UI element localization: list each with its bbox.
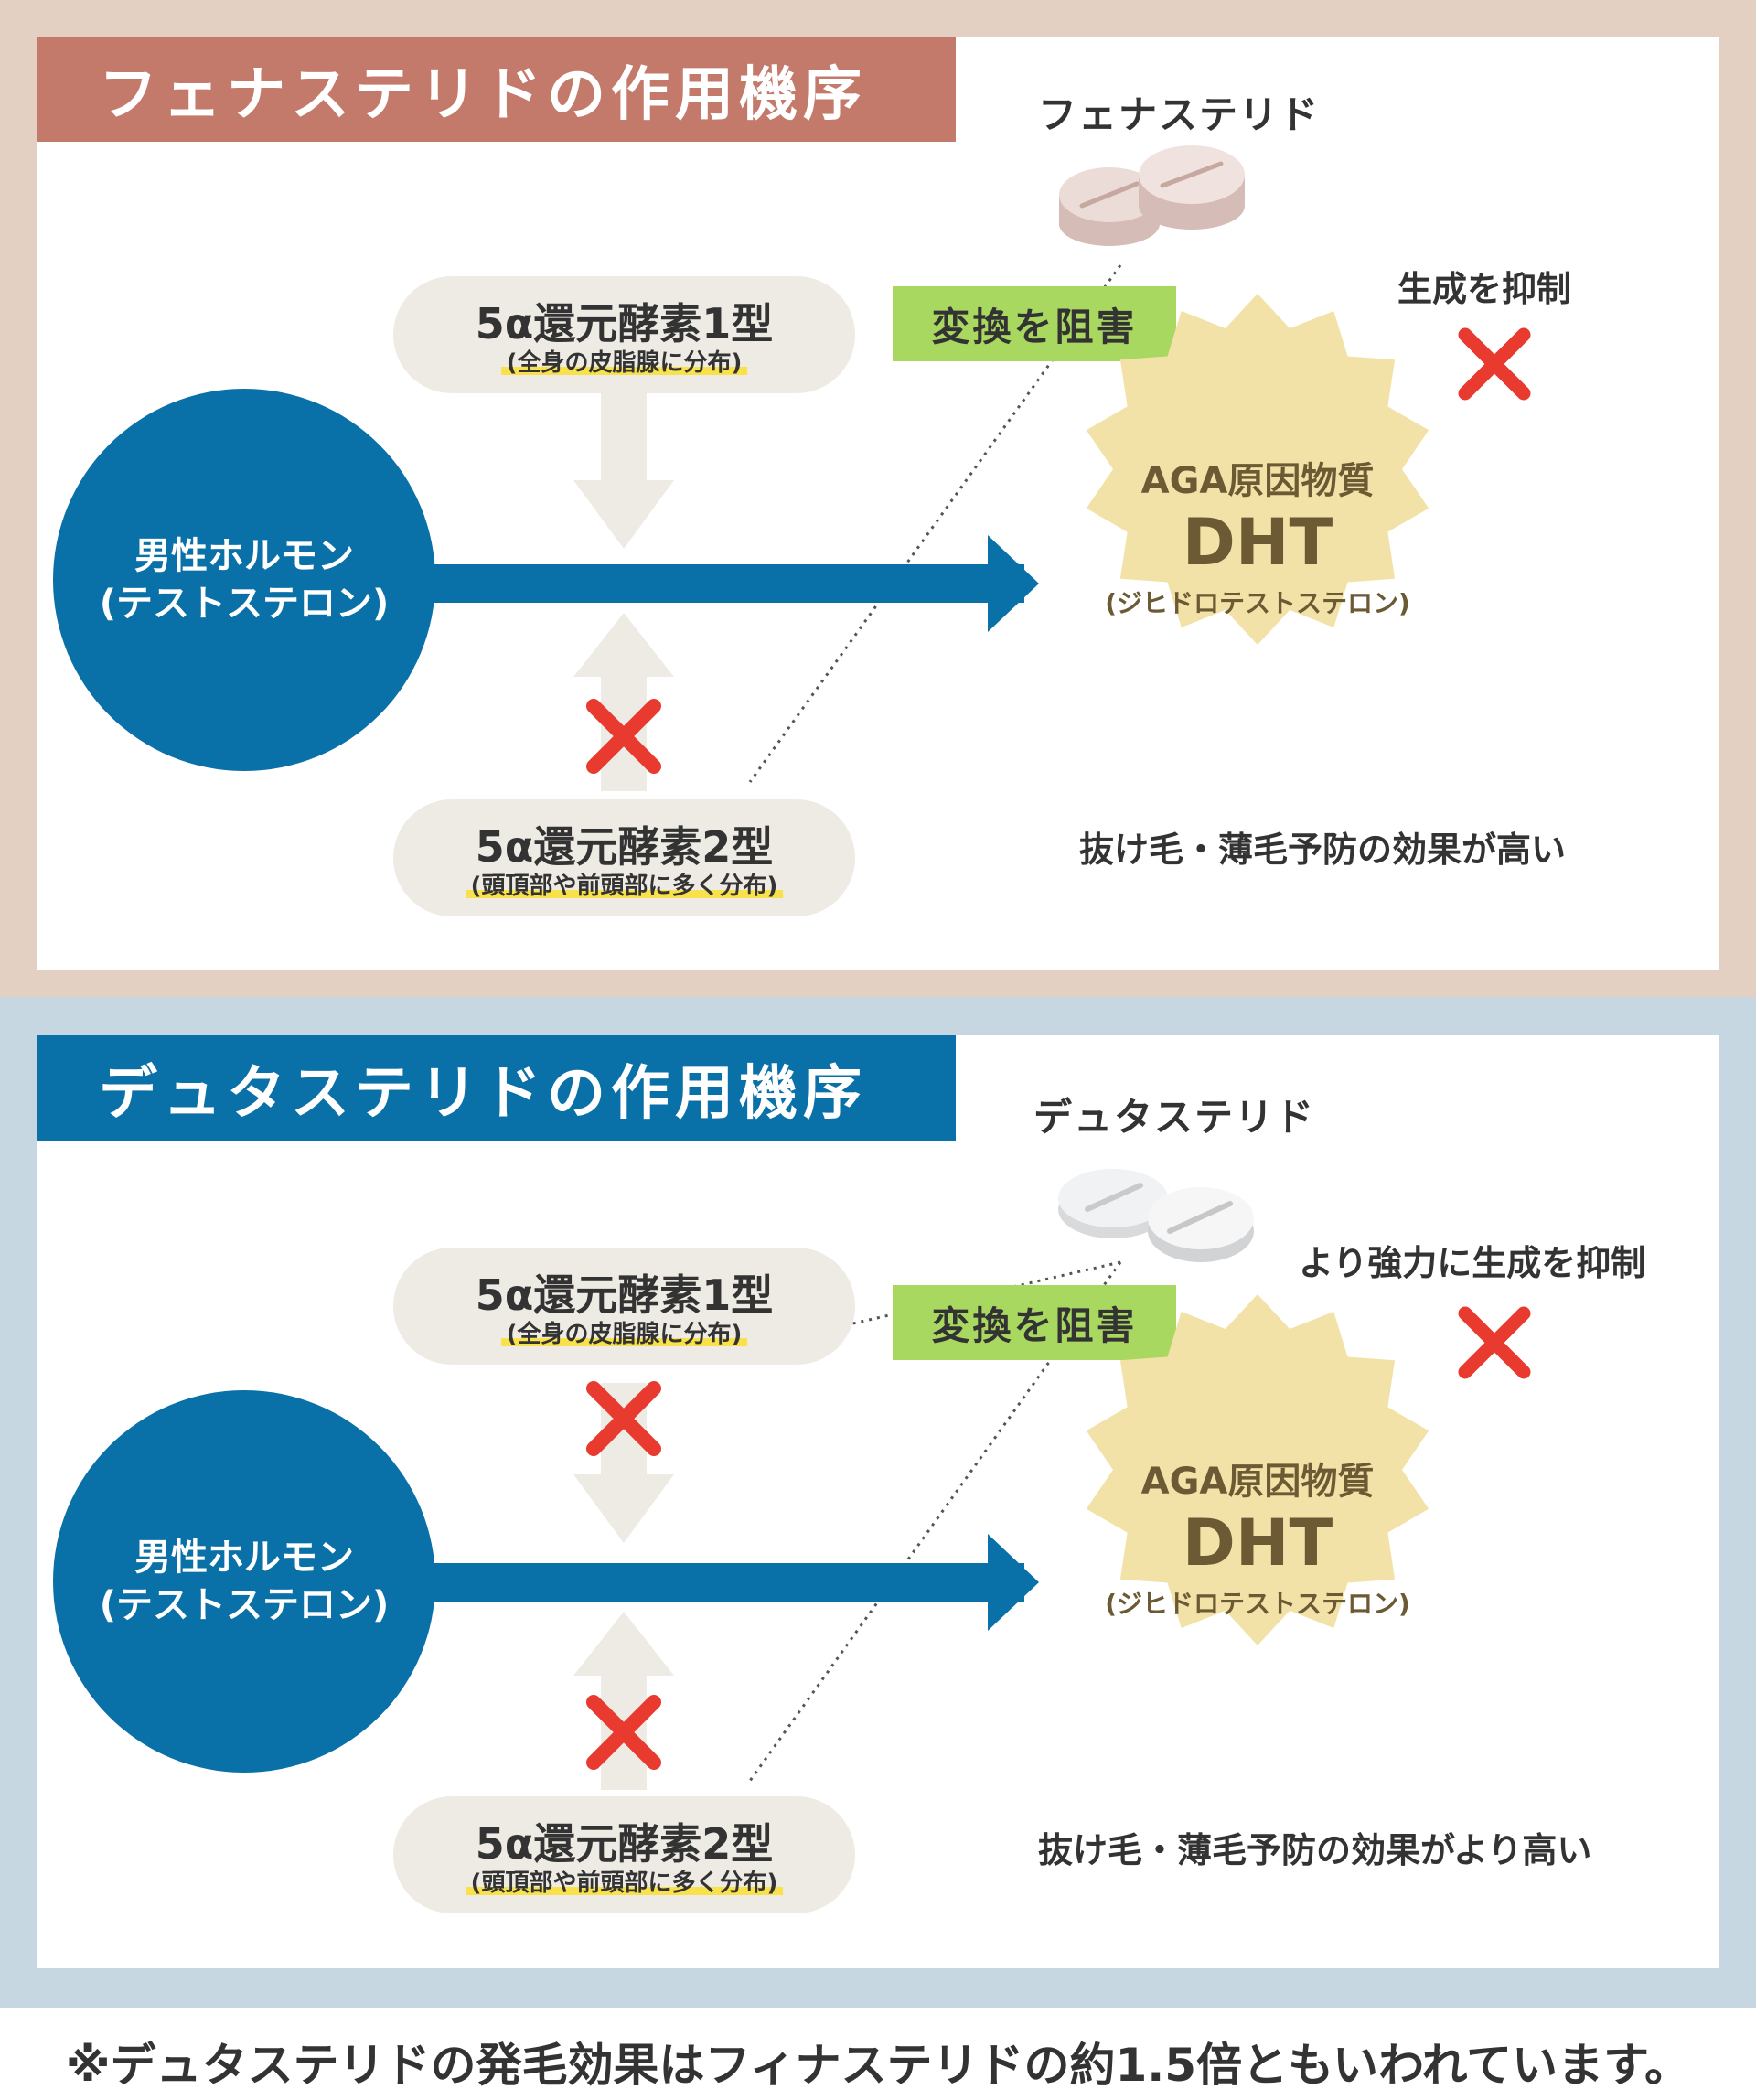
enzyme-type2-name: 5α還元酵素2型 [475, 1819, 774, 1869]
dht-label: DHT [1182, 1505, 1333, 1580]
hormone-circle: 男性ホルモン (テストステロン) [53, 1390, 435, 1773]
suppress-label: より強力に生成を抑制 [1299, 1243, 1646, 1283]
dutasteride-section: デュタステリドの作用機序 デュタステリド [0, 997, 1756, 2008]
inhibit-conversion-label: 変換を阻害 [893, 1285, 1176, 1360]
dht-burst-shape [1086, 294, 1429, 645]
finasteride-panel: フェナステリドの作用機序 フェナステリド [37, 37, 1719, 970]
dht-label: DHT [1182, 505, 1333, 580]
effect-label: 抜け毛・薄毛予防の効果がより高い [1038, 1830, 1592, 1870]
down-arrow [573, 389, 674, 549]
cross-mark-icon [586, 1695, 661, 1770]
pink-tablets-icon [1059, 145, 1245, 246]
dht-fullname-label: (ジヒドロテストステロン) [1105, 1589, 1410, 1619]
dutasteride-title: デュタステリドの作用機序 [37, 1035, 956, 1141]
enzyme-type2-note: (頭頂部や前頭部に多く分布) [465, 1864, 784, 1898]
cross-mark-icon [586, 1381, 661, 1456]
enzyme-type1-name: 5α還元酵素1型 [475, 299, 774, 348]
enzyme-type1-note: (全身の皮脂腺に分布) [500, 1315, 748, 1349]
dht-cause-label: AGA原因物質 [1140, 1461, 1375, 1503]
enzyme-type1-name: 5α還元酵素1型 [475, 1270, 774, 1320]
hormone-circle: 男性ホルモン (テストステロン) [53, 389, 435, 771]
dutasteride-drug-label: デュタステリド [1033, 1095, 1316, 1140]
cross-mark-icon [1458, 327, 1531, 401]
dht-fullname-label: (ジヒドロテストステロン) [1105, 588, 1410, 618]
finasteride-title: フェナステリドの作用機序 [37, 37, 956, 142]
tablet [1058, 1169, 1168, 1238]
enzyme-type1-note: (全身の皮脂腺に分布) [500, 344, 748, 378]
effect-label: 抜け毛・薄毛予防の効果が高い [1079, 830, 1567, 870]
main-conversion-arrow [402, 1534, 1039, 1631]
cross-mark-icon [1458, 1306, 1531, 1379]
finasteride-section: フェナステリドの作用機序 フェナステリド [0, 0, 1756, 997]
enzyme-arrows [402, 1383, 1039, 1790]
enzyme-type2-name: 5α還元酵素2型 [475, 822, 774, 872]
enzyme-type1-pill: 5α還元酵素1型 (全身の皮脂腺に分布) [393, 276, 855, 393]
hormone-label: 男性ホルモン [134, 1537, 354, 1579]
white-tablets-icon [1058, 1169, 1254, 1262]
tablet [1148, 1187, 1254, 1262]
enzyme-type2-pill: 5α還元酵素2型 (頭頂部や前頭部に多く分布) [393, 799, 855, 916]
inhibit-conversion-label: 変換を阻害 [893, 286, 1176, 361]
tablet [1139, 145, 1245, 230]
hormone-sublabel: (テストステロン) [99, 1584, 390, 1626]
finasteride-drug-label: フェナステリド [1038, 92, 1321, 137]
enzyme-type2-note: (頭頂部や前頭部に多く分布) [465, 867, 784, 901]
hormone-label: 男性ホルモン [134, 535, 354, 577]
dht-cause-label: AGA原因物質 [1140, 460, 1375, 502]
hormone-sublabel: (テストステロン) [99, 583, 390, 625]
cross-mark-icon [586, 699, 661, 774]
enzyme-type2-pill: 5α還元酵素2型 (頭頂部や前頭部に多く分布) [393, 1796, 855, 1913]
enzyme-type1-pill: 5α還元酵素1型 (全身の皮脂腺に分布) [393, 1248, 855, 1365]
suppress-label: 生成を抑制 [1397, 269, 1572, 309]
dht-burst-shape [1086, 1294, 1429, 1645]
footnote: ※デュタステリドの発毛効果はフィナステリドの約1.5倍ともいわれています。 [65, 2039, 1691, 2092]
main-conversion-arrow [402, 535, 1039, 632]
dutasteride-panel: デュタステリドの作用機序 デュタステリド [37, 1035, 1719, 1968]
